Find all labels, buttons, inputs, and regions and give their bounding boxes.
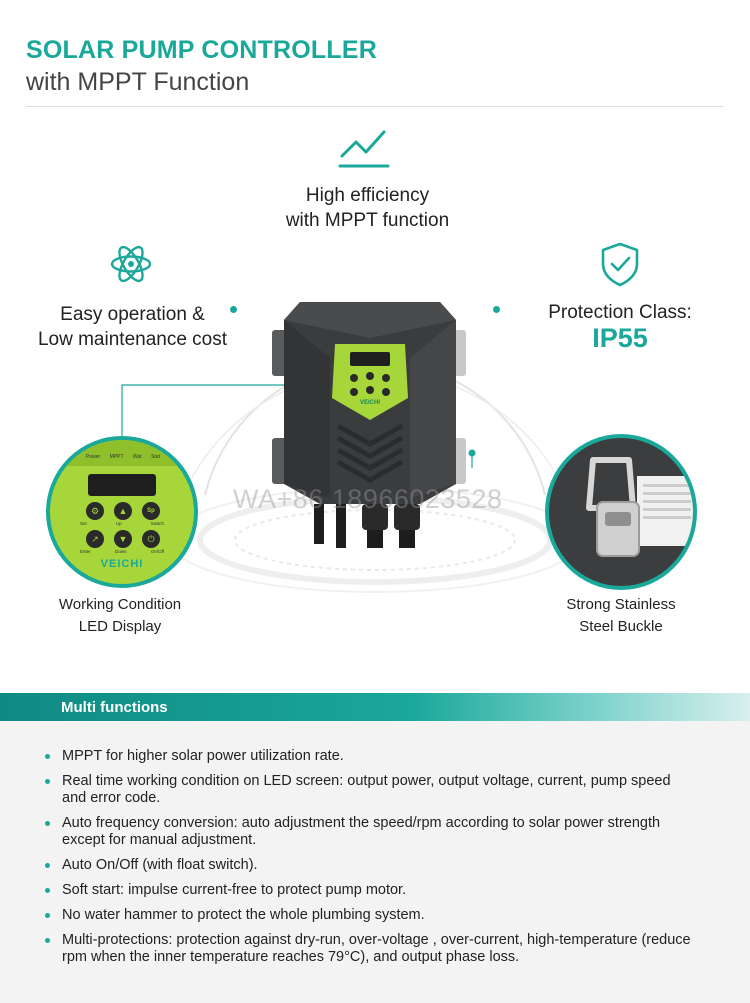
list-item: Real time working condition on LED scree… [44,773,694,807]
list-item: Auto frequency conversion: auto adjustme… [44,815,694,849]
feature-high-efficiency: High efficiency with MPPT function [255,183,480,233]
caption-line: Steel Buckle [579,618,663,635]
connector-dot [493,306,500,313]
power-button[interactable]: ⏻ [142,530,160,548]
atom-icon [110,245,152,283]
set-button[interactable]: ⚙ [86,502,104,520]
up-button[interactable]: ▲ [114,502,132,520]
caption-line: Working Condition [58,596,182,613]
buckle-closeup [545,434,697,590]
list-item: No water hammer to protect the whole plu… [44,907,694,924]
down-button[interactable]: ▼ [114,530,132,548]
device-brand-label: VEICHI [359,400,380,406]
page-subtitle: with MPPT Function [26,68,250,96]
indicator-wat: Wat [132,454,142,460]
button-label-enter: Enter [80,549,91,554]
button-label-onoff: On/Off [150,549,164,554]
sp-key[interactable]: Sp [142,502,160,520]
indicator-labels: Power MPPT Wat Stat [86,454,160,460]
button-label-set: Set [80,521,87,526]
controller-device: VEICHI [270,298,470,553]
multi-functions-list: MPPT for higher solar power utilization … [44,748,694,974]
protection-class-value: IP55 [592,323,648,353]
indicator-mppt: MPPT [109,454,124,460]
indicator-power: Power [86,454,101,460]
trend-chart-icon [338,130,390,168]
callout-steel-buckle: Strong Stainless Steel Buckle [531,594,711,638]
closeup-brand-label: VEICHI [100,558,144,570]
button-label-switch: Switch [150,521,164,526]
caption-line: LED Display [78,618,162,635]
controller-housing [272,302,466,548]
enter-button[interactable]: ↗ [86,530,104,548]
list-item: Multi-protections: protection against dr… [44,932,694,966]
page-title: SOLAR PUMP CONTROLLER [26,36,377,64]
caption-line: Strong Stainless [566,596,676,613]
list-item: MPPT for higher solar power utilization … [44,748,694,765]
feature-easy-operation: Easy operation & Low maintenance cost [20,302,245,352]
list-item: Auto On/Off (with float switch). [44,857,694,874]
callout-led-display: Working Condition LED Display [30,594,210,638]
feature-line: Low maintenance cost [37,329,228,350]
shield-check-icon [601,242,639,287]
header-divider [26,106,724,107]
button-label-up: Up [115,521,122,526]
indicator-stat: Stat [151,454,160,460]
feature-protection-label: Protection Class: [548,302,692,323]
watermark: WA+86 18966023528 [233,484,503,514]
steel-buckle-icon [586,457,640,557]
led-screen [88,474,156,496]
list-item: Soft start: impulse current-free to prot… [44,882,694,899]
spec-label-sticker [637,476,693,546]
multi-functions-title: Multi functions [61,699,168,716]
led-display-closeup: Power MPPT Wat Stat ⚙ ▲ Sp Set Up Switch… [46,436,198,588]
feature-line: Easy operation & [60,304,205,325]
feature-line: with MPPT function [285,210,450,231]
connector-dot [230,306,237,313]
multi-functions-banner [0,693,750,721]
multi-functions-panel [0,721,750,1003]
button-labels-row1: Set Up Switch [80,521,164,526]
feature-line: High efficiency [305,185,430,206]
button-label-down: Down [115,549,127,554]
button-labels-row2: Enter Down On/Off [80,549,164,554]
